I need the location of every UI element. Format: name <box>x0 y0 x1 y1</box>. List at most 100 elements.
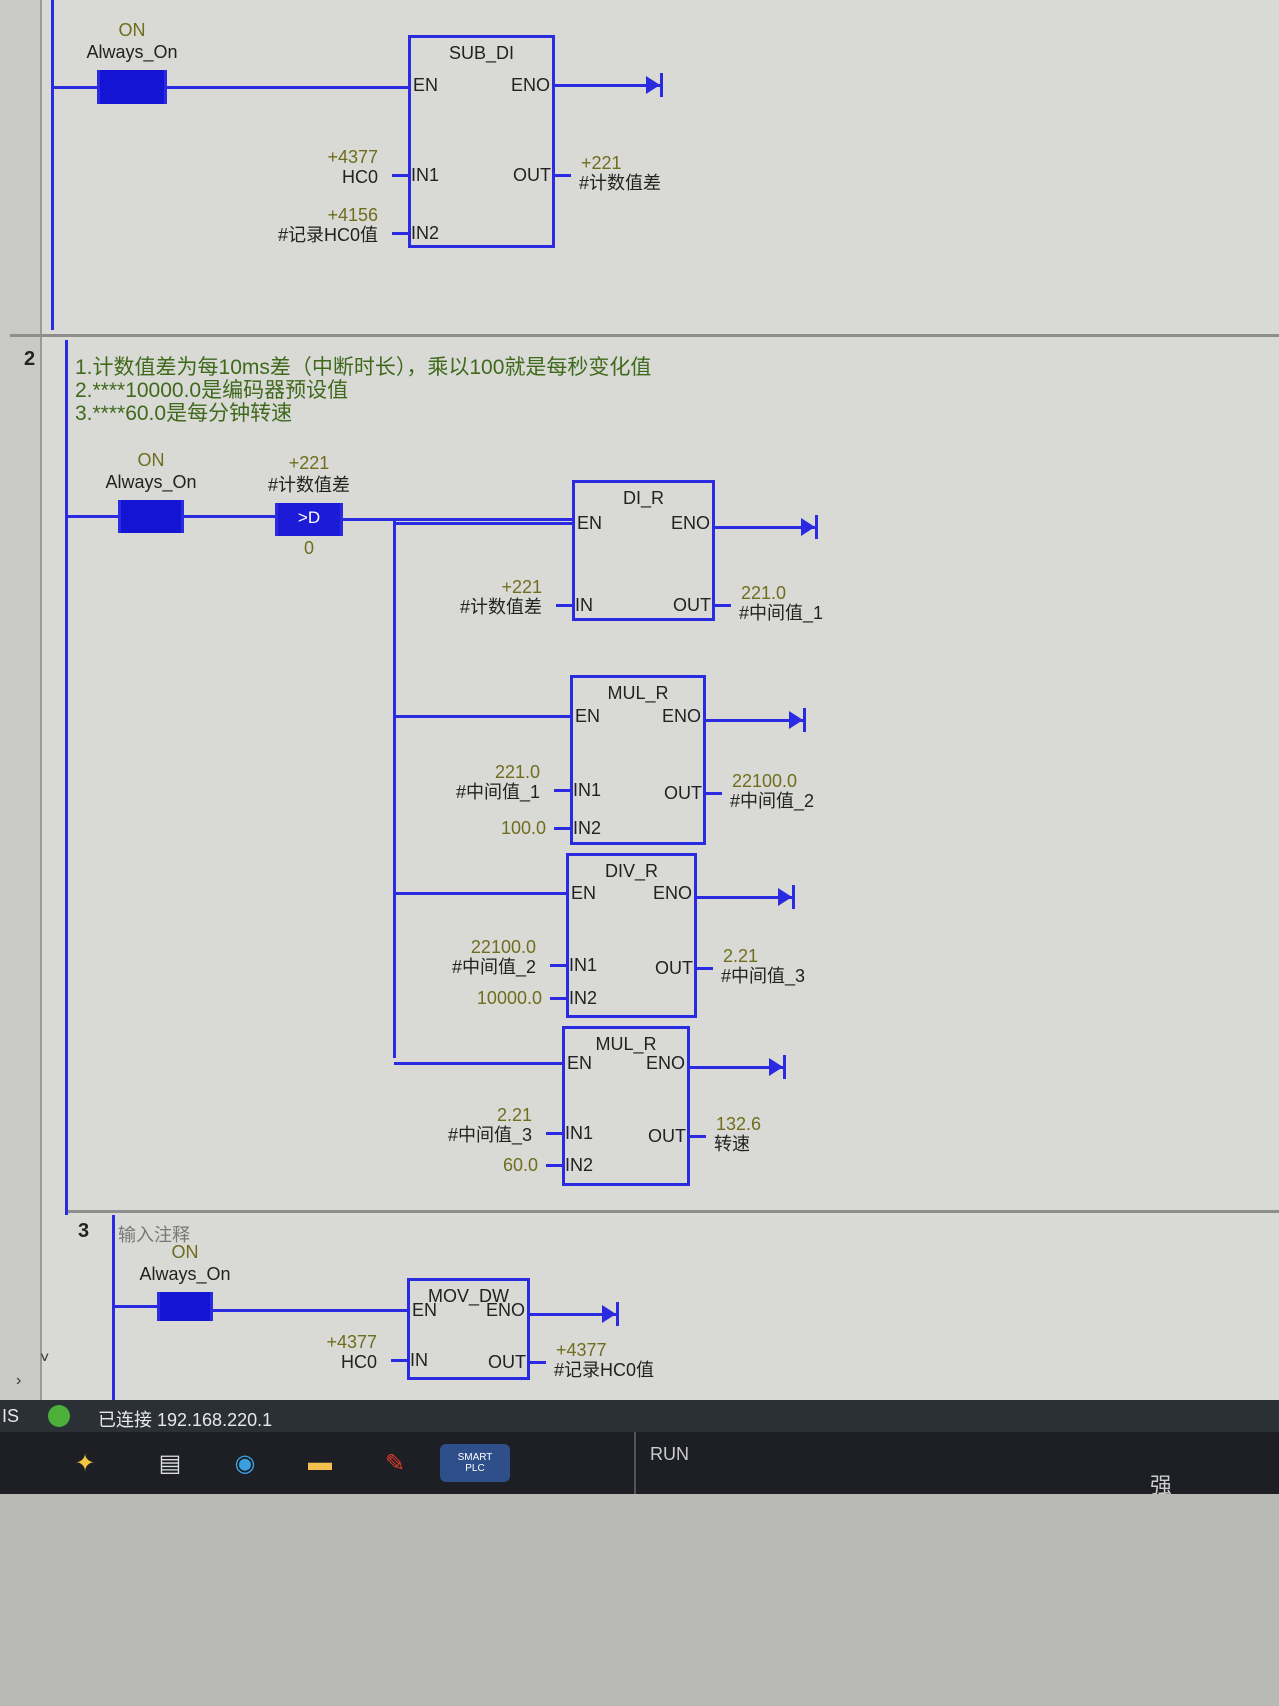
contact-value: +221 <box>288 453 330 473</box>
function-block-mul_r[interactable] <box>570 675 706 845</box>
network-comment[interactable]: 输入注释 <box>118 1225 190 1245</box>
contact-operand: Always_On <box>139 1264 231 1284</box>
pin-en-label: EN <box>567 1053 593 1073</box>
step7-smart-icon[interactable]: SMART PLC <box>440 1444 510 1482</box>
pin-in1-label: IN1 <box>565 1123 594 1143</box>
contact-value: ON <box>118 20 146 40</box>
contact-compare-value: 0 <box>303 538 315 558</box>
output-operand: 转速 <box>714 1134 750 1154</box>
input-value: 10000.0 <box>476 988 542 1008</box>
connection-status-text: 已连接 192.168.220.1 <box>98 1410 273 1430</box>
eno-arrow-icon <box>616 1302 619 1326</box>
pin-in1-label: IN1 <box>411 165 440 185</box>
chevron-down-icon[interactable]: ˅ <box>40 1350 50 1367</box>
ime-indicator[interactable]: 强 <box>1150 1473 1173 1498</box>
pin-en-label: EN <box>571 883 597 903</box>
pin-en-label: EN <box>412 1300 438 1320</box>
contact-always-on[interactable] <box>118 500 184 533</box>
eno-wire <box>706 719 803 722</box>
branch-wire <box>393 519 396 1058</box>
edge-icon[interactable]: ◉ <box>234 1449 256 1477</box>
eno-arrow-icon <box>646 76 660 94</box>
block-title: MOV_DW <box>428 1286 509 1306</box>
en-wire <box>394 892 566 895</box>
output-wire <box>715 604 731 607</box>
wire <box>52 86 97 89</box>
pin-out-label: OUT <box>513 165 551 185</box>
block-title: SUB_DI <box>448 43 515 63</box>
input-operand: #计数值差 <box>459 597 542 617</box>
function-block-sub_di[interactable] <box>408 35 555 248</box>
chevron-right-icon[interactable]: › <box>16 1372 22 1389</box>
pin-out-label: OUT <box>655 958 693 978</box>
function-block-mov_dw[interactable] <box>407 1278 530 1380</box>
power-rail <box>65 340 68 1215</box>
compare-contact-gt-d[interactable]: >D <box>275 503 343 536</box>
block-title: DIV_R <box>604 861 659 881</box>
pin-in2-label: IN2 <box>411 223 440 243</box>
input-wire <box>546 1132 562 1135</box>
pin-out-label: OUT <box>488 1352 526 1372</box>
input-wire <box>554 827 570 830</box>
output-value: 2.21 <box>723 946 759 966</box>
pin-in2-label: IN2 <box>565 1155 594 1175</box>
pin-eno-label: ENO <box>645 1053 685 1073</box>
input-value: 22100.0 <box>470 937 536 957</box>
input-wire <box>550 997 566 1000</box>
function-block-di_r[interactable] <box>572 480 715 621</box>
contact-value: ON <box>137 450 165 470</box>
en-wire <box>394 715 570 718</box>
output-wire <box>555 174 571 177</box>
eno-wire <box>530 1313 616 1316</box>
pin-in-label: IN <box>575 595 593 615</box>
connection-status-icon <box>48 1405 70 1427</box>
contact-operand: Always_On <box>86 42 178 62</box>
network-comment[interactable]: 1.计数值差为每10ms差（中断时长），乘以100就是每秒变化值 <box>75 356 652 379</box>
pin-in2-label: IN2 <box>569 988 598 1008</box>
input-value: 2.21 <box>496 1105 532 1125</box>
file-explorer-icon[interactable]: ▬ <box>308 1449 332 1476</box>
network-comment[interactable]: 3.****60.0是每分钟转速 <box>75 402 293 425</box>
input-operand: #中间值_1 <box>455 782 540 802</box>
contact-operand: #计数值差 <box>267 475 351 495</box>
output-value: 22100.0 <box>732 771 798 791</box>
input-value: +4156 <box>327 205 378 225</box>
eno-arrow-icon <box>660 73 663 97</box>
wire <box>66 515 118 518</box>
input-value: +221 <box>501 577 542 597</box>
task-view-icon[interactable]: ▤ <box>158 1449 182 1477</box>
acrobat-icon[interactable]: ✎ <box>384 1449 406 1477</box>
input-value: 100.0 <box>500 818 546 838</box>
en-wire <box>394 1062 562 1065</box>
pin-in1-label: IN1 <box>569 955 598 975</box>
output-value: +221 <box>581 153 622 173</box>
input-wire <box>550 964 566 967</box>
contact-always-on[interactable] <box>157 1292 213 1321</box>
output-operand: #计数值差 <box>579 173 662 193</box>
pin-out-label: OUT <box>673 595 711 615</box>
pin-out-label: OUT <box>648 1126 686 1146</box>
network-separator <box>65 1210 1279 1213</box>
eno-arrow-icon <box>803 708 806 732</box>
project-tree-panel[interactable]: ˅ › <box>0 0 49 1400</box>
input-wire <box>554 789 570 792</box>
output-wire <box>697 967 713 970</box>
plc-run-status: RUN <box>650 1444 689 1464</box>
network-number: 2 <box>24 348 36 370</box>
input-value: 60.0 <box>502 1155 538 1175</box>
copilot-icon[interactable]: ✦ <box>74 1449 96 1477</box>
block-title: MUL_R <box>595 1034 657 1054</box>
function-block-div_r[interactable] <box>566 853 697 1018</box>
eno-arrow-icon <box>792 885 795 909</box>
function-block-mul_r[interactable] <box>562 1026 690 1186</box>
contact-operand: Always_On <box>105 472 197 492</box>
taskbar: ✦ ▤ ◉ ▬ ✎ SMART PLC RUN 强 <box>0 1432 1279 1498</box>
contact-always-on[interactable] <box>97 70 167 104</box>
network-comment[interactable]: 2.****10000.0是编码器预设值 <box>75 379 349 402</box>
eno-arrow-icon <box>602 1305 616 1323</box>
output-operand: #中间值_3 <box>721 966 806 986</box>
pin-eno-label: ENO <box>485 1300 525 1320</box>
status-bar: IS 已连接 192.168.220.1 <box>0 1400 1279 1432</box>
wire <box>343 518 572 521</box>
